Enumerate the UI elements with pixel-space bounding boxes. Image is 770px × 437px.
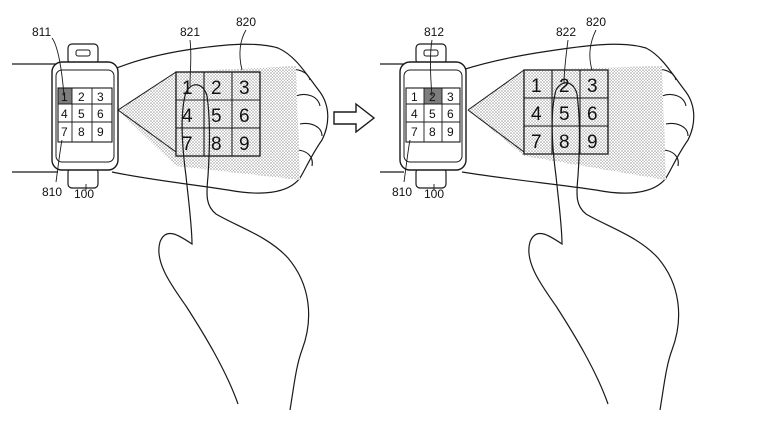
watch-key-5[interactable]: 5 [429, 107, 436, 121]
knuckle-2 [661, 93, 687, 107]
watch-key-9[interactable]: 9 [97, 125, 104, 139]
watch-key-9[interactable]: 9 [447, 125, 454, 139]
projected-key-5[interactable]: 5 [211, 106, 222, 127]
ref-label-810: 810 [392, 185, 412, 199]
watch-key-6[interactable]: 6 [447, 107, 454, 121]
projected-key-6[interactable]: 6 [587, 104, 598, 125]
left-panel: 1 2 3 4 5 6 7 8 9 1 2 3 4 5 6 7 8 9 8 [12, 15, 329, 411]
watch-key-7[interactable]: 7 [61, 125, 68, 139]
ref-label-820: 820 [586, 15, 606, 29]
ref-label-811: 811 [32, 25, 51, 39]
leader-812 [430, 39, 433, 97]
leader-821 [189, 39, 192, 87]
watch-strap-bottom [67, 167, 99, 189]
watch-key-highlight [58, 88, 72, 104]
projected-key-2[interactable]: 2 [211, 78, 222, 99]
watch-keypad: 1 2 3 4 5 6 7 8 9 [405, 87, 461, 143]
ref-label-820: 820 [236, 15, 256, 29]
projection-beam-edge-bottom [467, 109, 525, 153]
knuckle-3 [299, 122, 323, 137]
projected-key-1[interactable]: 1 [531, 76, 542, 97]
pointing-hand [158, 84, 310, 411]
projection-beam-edge-top [467, 69, 525, 111]
ref-label-100: 100 [424, 187, 444, 201]
watch-key-4[interactable]: 4 [61, 107, 68, 121]
hand-outline [111, 43, 329, 194]
projected-key-7[interactable]: 7 [182, 134, 193, 155]
watch-keypad: 1 2 3 4 5 6 7 8 9 [57, 87, 113, 143]
right-arrow [333, 102, 376, 134]
watch-key-2[interactable]: 2 [78, 90, 85, 104]
watch-keypad-frame [405, 87, 461, 143]
projected-keypad-frame [523, 69, 609, 155]
projected-key-9[interactable]: 9 [239, 134, 250, 155]
projection-beam-edge-bottom [117, 109, 177, 153]
ref-label-821: 821 [180, 25, 200, 39]
projected-key-8[interactable]: 8 [559, 132, 570, 153]
watch-keypad-grid [406, 88, 460, 142]
leader-811 [51, 37, 65, 97]
projected-key-4[interactable]: 4 [182, 106, 193, 127]
watch-key-1[interactable]: 1 [411, 90, 418, 104]
leader-822 [563, 39, 569, 85]
watch-key-3[interactable]: 3 [447, 90, 454, 104]
projected-keypad: 1 2 3 4 5 6 7 8 9 [175, 71, 261, 157]
pointing-hand [528, 82, 680, 411]
projected-key-9[interactable]: 9 [587, 132, 598, 153]
projected-keypad-frame [175, 71, 261, 157]
watch-key-7[interactable]: 7 [411, 125, 418, 139]
ref-label-822: 822 [556, 25, 576, 39]
projected-key-7[interactable]: 7 [531, 132, 542, 153]
watch-strap-bottom [415, 167, 447, 189]
projection-beam [468, 66, 666, 180]
watch-key-8[interactable]: 8 [78, 125, 85, 139]
right-panel: 1 2 3 4 5 6 7 8 9 1 2 3 4 5 6 7 8 9 812 … [380, 15, 695, 411]
watch-key-2[interactable]: 2 [429, 90, 436, 104]
ref-label-812: 812 [424, 25, 444, 39]
watch-keypad-grid [58, 88, 112, 142]
hand-outline [461, 43, 695, 194]
projected-key-2[interactable]: 2 [559, 76, 570, 97]
ref-label-810: 810 [42, 185, 62, 199]
projected-keypad-grid [176, 72, 260, 156]
projected-key-6[interactable]: 6 [239, 106, 250, 127]
projected-key-5[interactable]: 5 [559, 104, 570, 125]
watch-key-5[interactable]: 5 [78, 107, 85, 121]
leader-810 [55, 139, 63, 183]
watch-bezel [403, 69, 463, 163]
leader-820 [589, 29, 597, 71]
watch-key-1[interactable]: 1 [61, 90, 68, 104]
ref-label-100: 100 [74, 187, 94, 201]
projected-key-3[interactable]: 3 [587, 76, 598, 97]
watch-keypad-frame [57, 87, 113, 143]
watch-crown [75, 49, 91, 57]
watch-key-3[interactable]: 3 [97, 90, 104, 104]
knuckle-3 [665, 122, 689, 137]
leader-810 [403, 139, 411, 183]
projected-key-8[interactable]: 8 [211, 134, 222, 155]
leader-820 [239, 29, 247, 71]
projection-beam-edge-top [117, 71, 177, 111]
watch-key-4[interactable]: 4 [411, 107, 418, 121]
watch-key-6[interactable]: 6 [97, 107, 104, 121]
projected-key-3[interactable]: 3 [239, 78, 250, 99]
watch-key-highlight [424, 88, 442, 104]
projected-key-4[interactable]: 4 [531, 104, 542, 125]
projected-key-1[interactable]: 1 [182, 78, 193, 99]
knuckle-2 [295, 93, 321, 107]
watch-key-8[interactable]: 8 [429, 125, 436, 139]
